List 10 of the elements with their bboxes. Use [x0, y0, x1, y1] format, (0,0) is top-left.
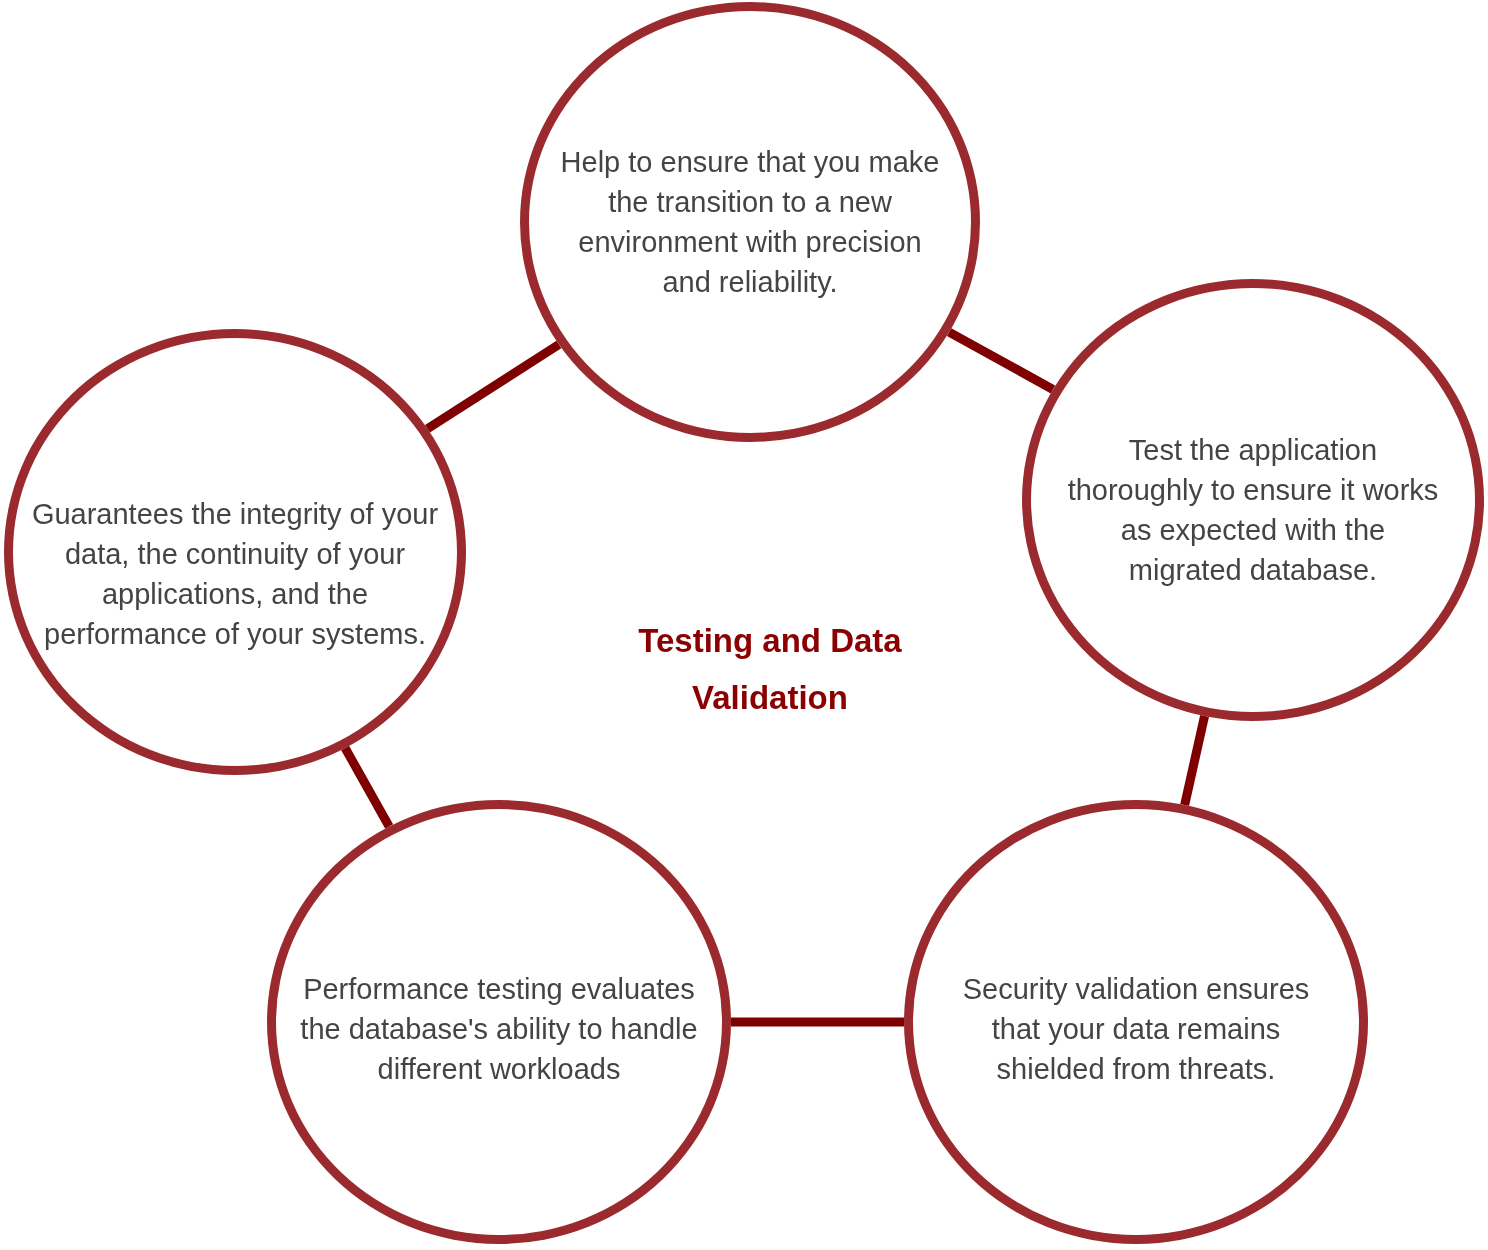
node-text: Guarantees the integrity of your data, the continuity of your applications, and the performance of your systems. — [30, 497, 440, 652]
node-text: Performance testing evaluates the database's ability to handle different workloads — [299, 972, 699, 1087]
connector-line — [946, 328, 1056, 394]
connector-line — [341, 745, 394, 829]
node-text: Security validation ensures that your data remains shielded from threats. — [961, 972, 1311, 1087]
connector-line — [1180, 715, 1209, 806]
node-text: Help to ensure that you make the transition to a new environment with precision and reliability. — [560, 145, 940, 300]
center-title: Testing and Data Validation — [637, 621, 903, 718]
connector-line — [731, 1017, 904, 1027]
node-text: Test the application thoroughly to ensure it works as expected with the migrated database. — [1066, 433, 1440, 588]
